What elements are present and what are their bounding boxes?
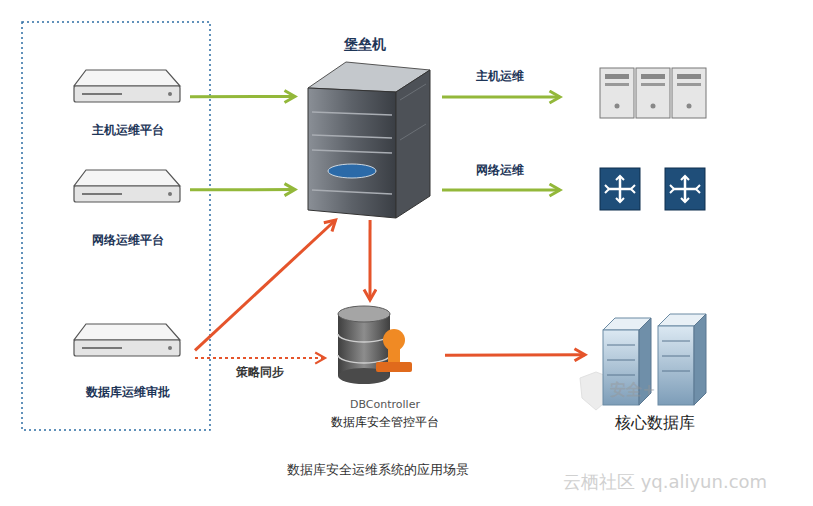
edge-label: 策略同步 [236, 364, 284, 381]
arrow-host-ops [442, 97, 560, 98]
database-controller-icon [338, 306, 412, 384]
node-title: 核心数据库 [585, 415, 725, 431]
core-database-node: 核心数据库 [585, 312, 725, 434]
node-title: 堡垒机 [295, 36, 435, 52]
node-title: DBController [325, 397, 445, 413]
bastion-host-box [308, 62, 430, 218]
flow-arrow [445, 353, 585, 357]
platform-device [74, 70, 180, 102]
flow-arrow [195, 220, 336, 350]
ops-label: 网络运维 [440, 162, 560, 179]
node-title: 网络运维平台 [65, 232, 190, 248]
group-outline [22, 22, 210, 430]
dashed-arrow [195, 357, 325, 359]
watermark: 安全+ [598, 380, 668, 401]
platform-node: 主机运维平台 [65, 60, 190, 140]
node-subtitle: 数据库安全管控平台 [325, 414, 445, 430]
db-controller-node: DBController数据库安全管控平台 [325, 300, 445, 435]
node-title: 主机运维平台 [65, 122, 190, 138]
figure-caption: 数据库安全运维系统的应用场景 [208, 461, 548, 479]
approval-node: 数据库运维审批 [60, 318, 195, 403]
platform-device [74, 170, 180, 202]
watermark: 云栖社区 yq.aliyun.com [520, 470, 810, 494]
ops-label: 主机运维 [440, 68, 560, 85]
host-servers [600, 68, 706, 118]
network-routers [600, 168, 705, 210]
node-title: 数据库运维审批 [60, 384, 195, 400]
flow-arrow [190, 188, 295, 191]
bastion-host-node: 堡垒机 [295, 30, 435, 220]
platform-device [74, 324, 180, 356]
arrow-network-ops [442, 190, 560, 191]
flow-arrow [369, 220, 372, 300]
flow-arrow [190, 95, 295, 98]
platform-node: 网络运维平台 [65, 160, 190, 250]
